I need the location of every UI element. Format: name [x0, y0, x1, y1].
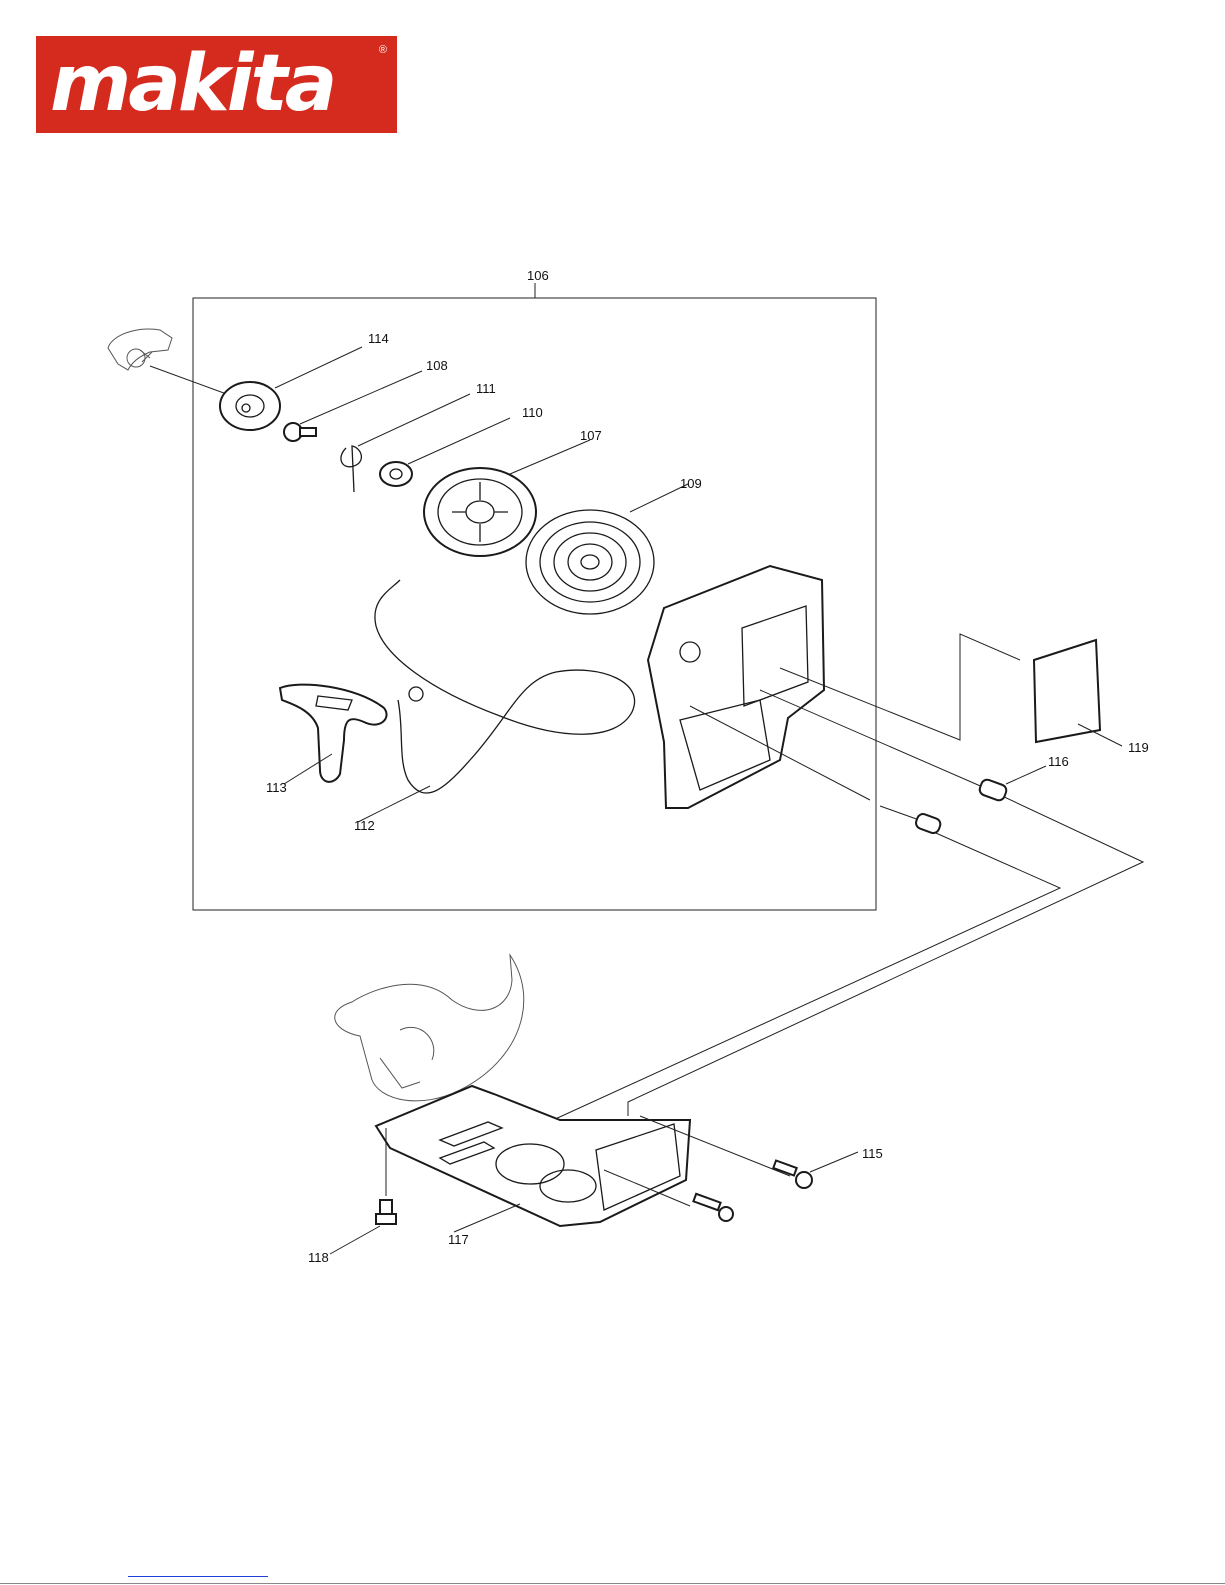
callout-113: 113	[266, 780, 287, 795]
leader-112	[358, 786, 430, 822]
part-108-screw	[284, 423, 316, 441]
part-116-sleeve	[978, 778, 1008, 802]
part-107-rope-reel	[424, 468, 536, 556]
leader-111	[358, 394, 470, 446]
footer-link-underline[interactable]	[128, 1576, 268, 1577]
engine-housing-outline	[335, 955, 524, 1101]
engine-flange-outline	[108, 329, 172, 370]
part-115-screw	[773, 1160, 812, 1188]
rope-knot	[409, 687, 423, 701]
part-113-starter-handle	[280, 685, 387, 782]
part-110-ratchet	[380, 462, 412, 486]
leader-116	[1006, 766, 1046, 784]
sleeve-duplicate	[914, 812, 942, 834]
part-111-spring-clip	[341, 446, 361, 492]
part-112-starter-rope	[375, 580, 635, 793]
callout-109: 109	[680, 476, 702, 491]
leader-108	[300, 371, 422, 424]
leader-114	[275, 347, 362, 388]
part-119-filter-pad	[1034, 640, 1100, 742]
guard-bolt	[693, 1194, 733, 1221]
leader-107	[510, 440, 590, 474]
part-109-recoil-spring	[526, 510, 654, 614]
callout-116: 116	[1048, 754, 1069, 769]
route-line-117	[540, 826, 1060, 1126]
callout-118: 118	[308, 1250, 329, 1265]
starter-case	[648, 566, 824, 808]
callout-110: 110	[522, 405, 543, 420]
callout-111: 111	[476, 381, 496, 396]
callout-117: 117	[448, 1232, 469, 1247]
callout-115: 115	[862, 1146, 883, 1161]
leader-115	[810, 1152, 858, 1172]
callout-112: 112	[354, 818, 375, 833]
leader-117	[454, 1204, 520, 1232]
callout-114: 114	[368, 331, 389, 346]
callout-119: 119	[1128, 740, 1149, 755]
part-114-starter-pulley	[220, 382, 280, 430]
callout-107: 107	[580, 428, 602, 443]
axis-line-114	[150, 366, 232, 396]
leader-118	[330, 1226, 380, 1254]
part-117-guard-plate	[376, 1086, 690, 1226]
part-118-bolt	[376, 1200, 396, 1224]
leader-110	[408, 418, 510, 464]
callout-106: 106	[527, 268, 549, 283]
footer-rule	[0, 1583, 1225, 1584]
callout-108: 108	[426, 358, 448, 373]
